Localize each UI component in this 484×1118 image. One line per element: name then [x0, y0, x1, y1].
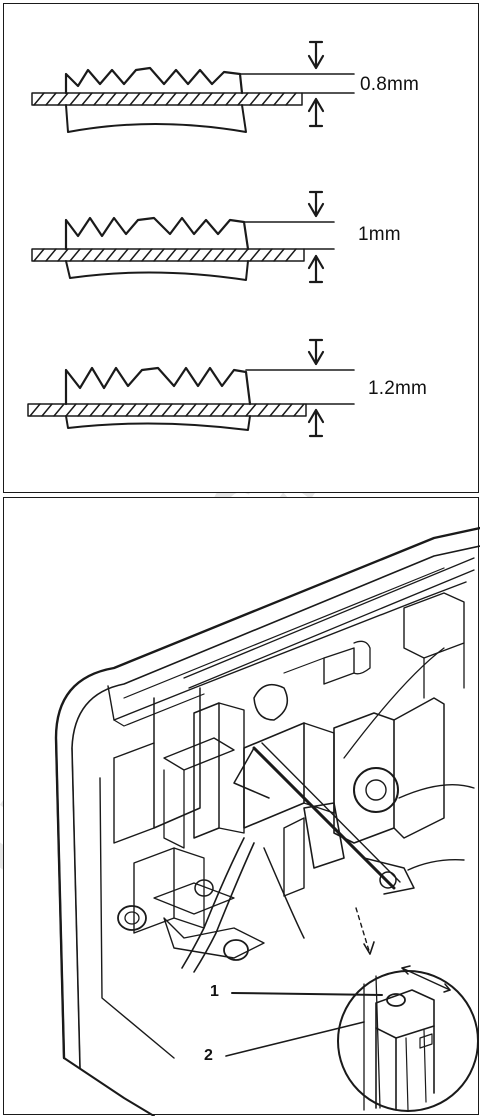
feed-mechanism-illustration: [54, 526, 480, 1116]
feed-dog-diagram-0.8mm: [31, 40, 355, 133]
feed-dog-height-panel: 0.8mm 1mm 1.2mm: [3, 3, 479, 493]
mechanism-illustration-panel: 1 2: [3, 497, 480, 1116]
callout-2: 2: [204, 1047, 213, 1064]
feed-dog-diagram-1mm: [31, 190, 335, 284]
callout-1: 1: [210, 983, 219, 1000]
height-label-1mm: 1mm: [358, 224, 401, 245]
feed-dog-diagrams: [27, 40, 355, 438]
magnified-detail: [363, 965, 451, 1111]
height-label-1.2mm: 1.2mm: [368, 378, 428, 399]
height-label-0.8mm: 0.8mm: [360, 74, 420, 95]
feed-dog-diagram-1.2mm: [27, 338, 355, 438]
